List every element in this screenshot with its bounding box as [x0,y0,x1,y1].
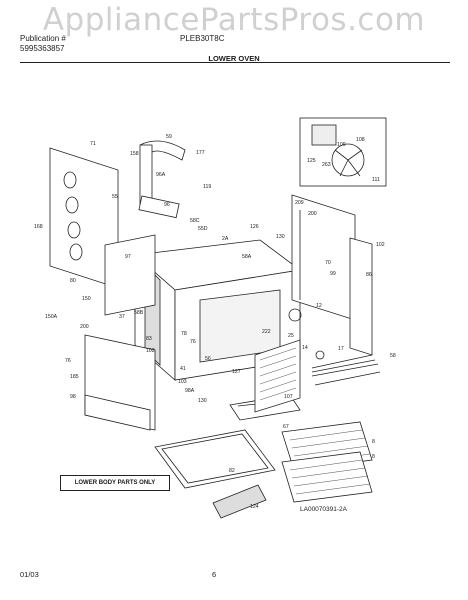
part-label: 108 [356,137,365,143]
footer-date: 01/03 [20,570,39,579]
part-label: 130 [198,398,207,404]
motor-part [288,308,302,322]
part-label: 55 [112,194,118,200]
part-label: 70 [325,260,331,266]
part-label: 25 [288,333,294,339]
part-label: 168 [34,224,43,230]
part-label: 58 [390,353,396,359]
part-label: 119 [203,184,211,190]
header-rule [20,62,450,63]
diagram-reference: LA00070391-2A [300,506,347,513]
part-label: 96 [164,202,170,208]
part-label: 103 [178,379,187,385]
part-label: 107 [284,394,293,400]
vent-trim [212,484,267,519]
part-label: 76 [65,358,71,364]
part-label: 177 [196,150,205,156]
back-panel [49,147,119,289]
part-label: 8 [372,454,375,460]
part-label: 67 [283,424,289,430]
part-label: 8 [372,439,375,445]
broil-element [311,354,381,386]
part-label: 80 [70,278,76,284]
bottom-tray [154,429,276,489]
part-label: 58C [190,218,200,224]
part-label: 97 [125,254,131,260]
part-label: 41 [180,366,186,372]
part-label: 83 [146,336,152,342]
part-label: 200 [80,324,89,330]
part-label: 56 [205,356,211,362]
part-label: 125 [307,158,316,164]
left-bracket [104,234,156,316]
part-label: 209 [295,200,304,206]
part-label: 59 [166,134,172,140]
vent-duct [138,140,186,219]
part-label: 150A [45,314,58,320]
part-label: 126 [250,224,259,230]
part-label: 98 [70,394,76,400]
part-label: 96A [156,172,166,178]
part-label: 78 [181,331,187,337]
part-label: 37 [119,314,125,320]
part-label: 124 [250,504,259,510]
part-label: 200 [308,211,317,217]
part-label: 102 [376,242,385,248]
right-side-panel [349,237,373,356]
part-label: 263 [322,162,331,168]
part-label: 71 [90,141,96,147]
part-label: 2A [222,236,229,242]
part-label: 12 [316,303,322,309]
oven-racks [281,421,373,503]
watermark: AppliancePartsPros.com [42,2,426,38]
page-number: 6 [212,570,217,579]
part-label: 86 [366,272,372,278]
part-label: 185 [70,374,79,380]
part-label: 17 [338,346,344,352]
part-label: 109 [337,142,346,148]
part-label: 55D [198,226,208,232]
part-label: 222 [262,329,271,335]
side-panel [291,194,356,321]
part-label: 127 [232,369,241,375]
publication-label: Publication # [20,34,66,43]
part-label: 150 [82,296,91,302]
publication-number: 5995363857 [20,44,65,53]
part-label: 98A [185,388,195,394]
part-label: 76 [190,339,196,345]
model-number: PLEB30T8C [180,34,225,43]
part-label: 82 [229,468,235,474]
section-title: LOWER OVEN [208,54,260,63]
oven-cavity [134,239,301,381]
part-label: 99 [330,271,336,277]
part-label: 58B [134,310,144,316]
part-label: 58A [242,254,252,260]
part-label: 130 [276,234,285,240]
part-label: 158 [130,151,139,157]
part-label: 111 [372,177,380,183]
part-label: 14 [302,345,308,351]
convection-fan-inset [299,117,387,187]
part-label: 102 [146,348,155,354]
lower-body-parts-callout: LOWER BODY PARTS ONLY [60,475,170,491]
